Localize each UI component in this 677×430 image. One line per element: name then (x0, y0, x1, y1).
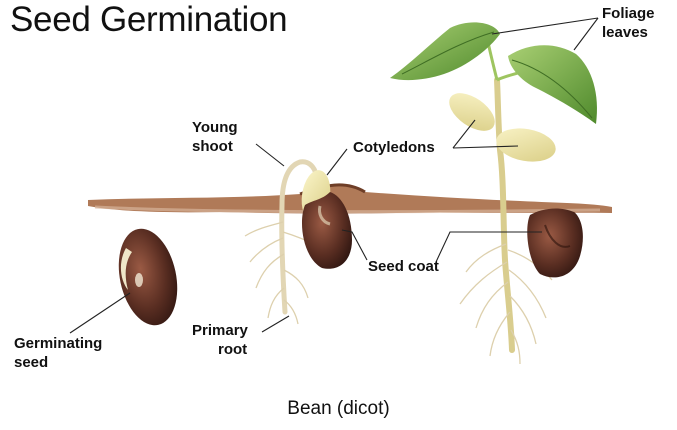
leader-cotyledon-stage2 (327, 149, 347, 175)
leader-foliage-right (574, 18, 598, 50)
label-germinating-seed-line2: seed (14, 353, 102, 372)
leader-cotyledon-upper (453, 120, 475, 148)
label-foliage-leaves: Foliage leaves (602, 4, 655, 42)
soil-surface (88, 185, 612, 214)
label-young-shoot: Young shoot (192, 118, 238, 156)
label-primary-root: Primary root (192, 321, 248, 359)
label-germinating-seed: Germinating seed (14, 334, 102, 372)
label-foliage-leaves-line1: Foliage (602, 4, 655, 23)
label-seed-coat: Seed coat (368, 257, 439, 276)
cotyledon-upper (443, 86, 502, 139)
leader-young-shoot (256, 144, 284, 166)
leader-germinating-seed (70, 293, 130, 333)
foliage-leaf-right (508, 45, 597, 124)
label-young-shoot-line1: Young (192, 118, 238, 137)
label-primary-root-line2: root (192, 340, 248, 359)
leader-foliage-left (492, 18, 598, 34)
leader-primary-root (262, 316, 289, 332)
label-primary-root-line1: Primary (192, 321, 248, 340)
label-germinating-seed-line1: Germinating (14, 334, 102, 353)
label-cotyledons: Cotyledons (353, 138, 435, 157)
label-foliage-leaves-line2: leaves (602, 23, 655, 42)
figure-caption: Bean (dicot) (0, 398, 677, 420)
label-young-shoot-line2: shoot (192, 137, 238, 156)
page-title: Seed Germination (10, 0, 287, 40)
germinating-seed (110, 223, 185, 331)
grown-bean-plant (390, 22, 597, 364)
